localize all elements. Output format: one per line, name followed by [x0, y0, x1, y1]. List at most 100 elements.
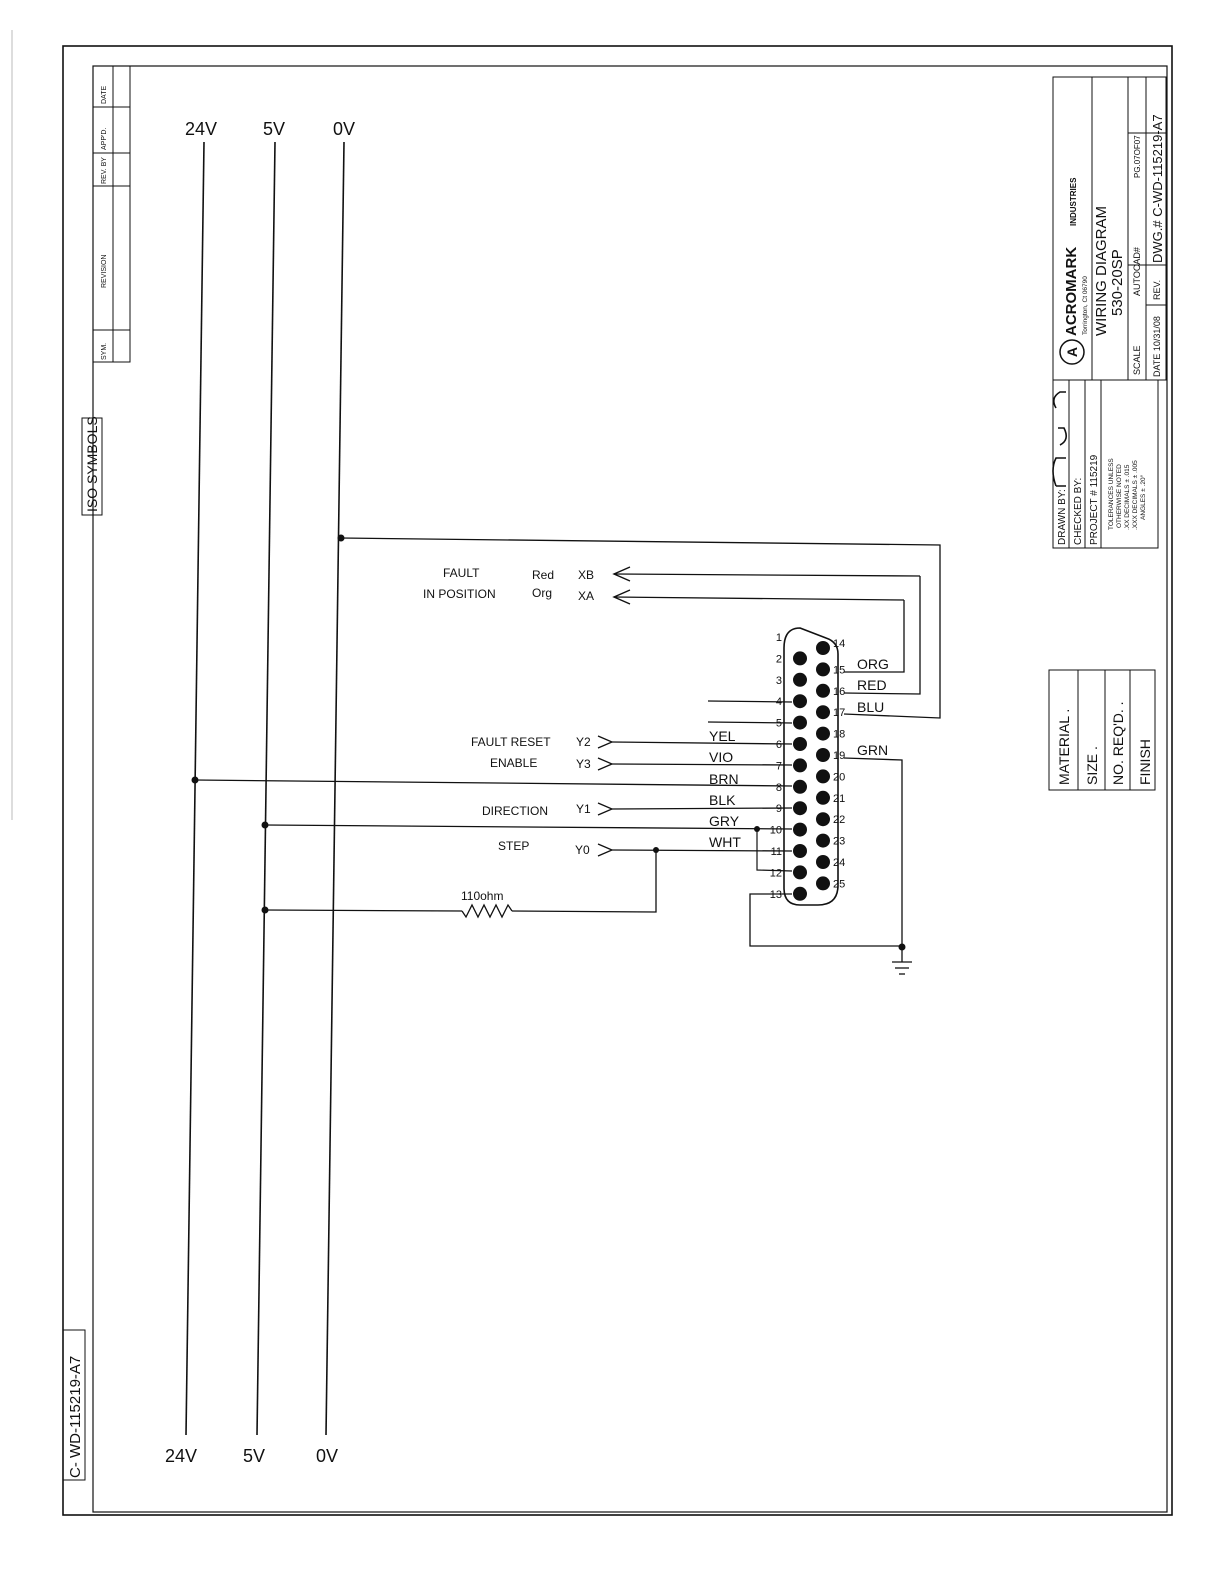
connector-pin-21	[816, 790, 830, 805]
connector-pin-20	[816, 769, 830, 784]
connector-pin-label-15: 15	[833, 664, 845, 676]
connector-pin-label-9: 9	[776, 803, 782, 815]
connector-pin-6	[793, 737, 807, 751]
rev-appd-header: APP'D.	[101, 128, 108, 150]
connector-pin-label-2: 2	[776, 653, 782, 665]
tolerance-line-4: .XXX DECIMALS ± .005	[1132, 460, 1139, 530]
connector-pin-label-13: 13	[770, 889, 782, 901]
connector-pin-label-10: 10	[770, 825, 782, 837]
connector-pin-5	[793, 715, 807, 730]
connector-pin-label-21: 21	[833, 793, 845, 805]
connector-pin-label-11: 11	[771, 846, 782, 858]
resistor-icon	[461, 903, 513, 919]
vio-wire	[611, 763, 793, 766]
iso-symbols-box: ISO SYMBOLS	[81, 416, 103, 516]
side-drawing-number: C- WD-115219-A7	[62, 1329, 86, 1481]
connector-pin-label-12: 12	[770, 867, 782, 879]
scale-label: SCALE	[1132, 345, 1142, 375]
step-resistor-wire	[511, 850, 657, 913]
project-label: PROJECT # 115219	[1089, 454, 1100, 545]
rev-date-header: DATE	[101, 86, 108, 104]
company-name: ACROMARK	[1063, 247, 1080, 336]
bus-5v-label-bottom: 5V	[243, 1446, 265, 1466]
ground-icon	[892, 947, 912, 975]
red-wire	[843, 576, 921, 695]
date-label: DATE 10/31/08	[1152, 316, 1162, 377]
in-position-label: IN POSITION	[423, 587, 496, 601]
dwg-number: DWG.# C-WD-115219-A7	[1150, 114, 1165, 263]
connector-pin-11	[793, 844, 807, 858]
org-wire	[844, 600, 905, 673]
step-signal: Y0	[575, 843, 590, 857]
in-position-color: Org	[532, 586, 552, 600]
acromark-logo-icon	[1059, 339, 1085, 365]
wire-yel-label: YEL	[709, 728, 736, 744]
tolerance-line-5: ANGLES ± .20°	[1139, 474, 1147, 520]
input-signals: FAULT RESET Y2 ENABLE Y3 DIRECTION Y1 ST…	[471, 735, 793, 857]
pin4-stub	[707, 700, 793, 703]
fault-label: FAULT	[443, 566, 480, 580]
direction-signal: Y1	[576, 802, 591, 816]
direction-label: DIRECTION	[482, 804, 548, 818]
enable-label: ENABLE	[490, 756, 537, 770]
yel-wire	[611, 741, 793, 745]
page-label: PG.07OF07	[1133, 135, 1142, 178]
finish-label: FINISH	[1137, 739, 1153, 785]
connector-pin-18	[816, 726, 830, 741]
wire-wht-label: WHT	[709, 834, 741, 850]
bus-24v-label-bottom: 24V	[165, 1446, 197, 1466]
connector-pin-24	[816, 855, 830, 869]
company-location: Torrington, Ct 06790	[1082, 276, 1089, 335]
blu-wire	[340, 537, 941, 719]
grn-wire	[843, 757, 903, 948]
company-suffix: INDUSTRIES	[1069, 177, 1078, 226]
autocad-label: AUTOCAD#	[1132, 247, 1142, 296]
enable-signal: Y3	[576, 757, 591, 771]
bus-0v-line	[325, 141, 345, 1436]
connector-pin-8	[793, 779, 807, 794]
wire-org-label: ORG	[857, 656, 889, 672]
connector-pin-label-23: 23	[833, 836, 845, 848]
inner-border	[92, 65, 1168, 1513]
blk-wire	[611, 807, 793, 810]
fault-signal: XB	[578, 568, 594, 582]
bus-5v-line	[256, 141, 276, 1436]
connector-pin-label-4: 4	[776, 696, 782, 708]
fault-reset-signal: Y2	[576, 735, 591, 749]
connector-pin-label-3: 3	[776, 675, 782, 687]
rev-by-header: REV. BY	[101, 157, 108, 184]
checked-by-label: CHECKED BY:	[1073, 478, 1084, 545]
revision-block: SYM. REVISION REV. BY APP'D. DATE	[92, 65, 131, 363]
tolerance-line-2: OTHERWISE NOTED	[1116, 464, 1123, 528]
connector-pin-7	[793, 758, 807, 773]
connector-pin-label-17: 17	[833, 707, 845, 719]
connector-pin-label-16: 16	[833, 686, 845, 698]
in-position-signal: XA	[578, 589, 594, 603]
connector-pin-13	[793, 886, 807, 901]
approval-block: DRAWN BY: CHECKED BY: PROJECT # 115219 T…	[1052, 379, 1159, 549]
resistor-label: 110ohm	[461, 889, 503, 903]
connector-pin-12	[793, 865, 807, 880]
bus-24v-label-top: 24V	[185, 119, 217, 139]
iso-symbols-label: ISO SYMBOLS	[84, 416, 100, 512]
wire-gry-label: GRY	[709, 813, 740, 829]
enable-chevron-icon	[597, 757, 614, 771]
brn-wire	[194, 779, 793, 787]
step-chevron-icon	[597, 843, 614, 857]
connector-pin-label-22: 22	[833, 814, 845, 826]
title-line-1: WIRING DIAGRAM	[1093, 206, 1110, 336]
junction-5v-resistor	[261, 906, 269, 914]
direction-chevron-icon	[597, 802, 614, 816]
connector-pin-2	[793, 651, 807, 666]
size-label: SIZE .	[1084, 746, 1100, 785]
fault-color: Red	[532, 568, 554, 582]
connector-pin-label-1: 1	[776, 632, 782, 644]
connector-pin-label-18: 18	[833, 729, 845, 741]
logo-letter: A	[1064, 347, 1080, 357]
pin5-stub	[707, 721, 793, 724]
connector-shell	[783, 627, 839, 906]
connector-pin-3	[793, 672, 807, 687]
bus-0v-label-bottom: 0V	[316, 1446, 338, 1466]
rev-label: REV.	[1152, 280, 1162, 300]
bus-24v-line	[185, 141, 205, 1436]
